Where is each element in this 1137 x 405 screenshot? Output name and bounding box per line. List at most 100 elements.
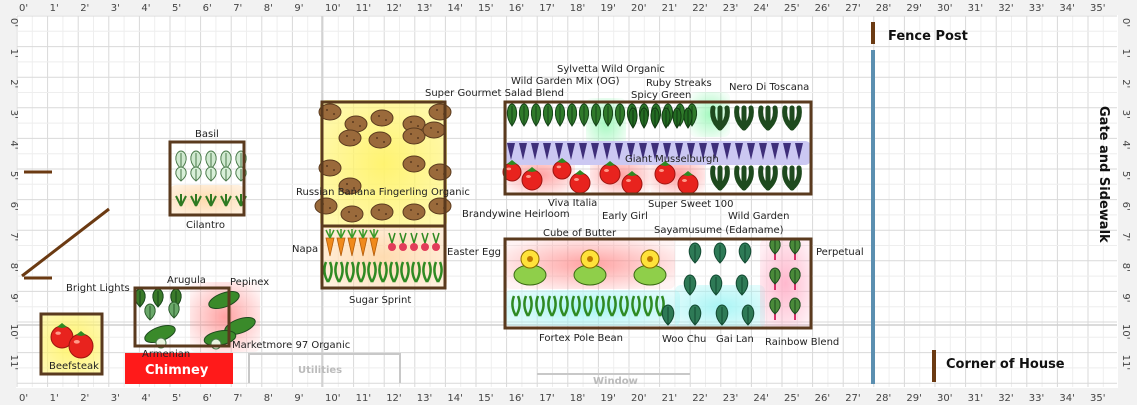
ruler-top-tick: 7': [233, 3, 242, 14]
cilantro-icon: [190, 194, 202, 207]
tomato-leaf-icon: [557, 158, 567, 163]
tomato-icon: [677, 173, 699, 195]
potato-eye: [437, 131, 439, 133]
potato-eye: [359, 125, 361, 127]
kale-icon: [741, 165, 754, 191]
beds: [39, 100, 813, 376]
potato-icon: [428, 163, 452, 181]
leek-icon: [783, 143, 791, 160]
bed-beefsteak[interactable]: [39, 312, 104, 376]
radish-top-icon: [410, 232, 418, 244]
ruler-top-tick: 4': [141, 3, 150, 14]
bean-icon: [559, 295, 569, 317]
gate-label: Gate and Sidewalk: [1096, 106, 1111, 243]
cucumber-glow: [190, 282, 260, 352]
potato-eye: [326, 109, 328, 111]
cucumber-icon: [208, 290, 240, 310]
potato-eye: [436, 169, 438, 171]
label-arugula: Arugula: [167, 275, 206, 286]
plant-labels: Basil Cilantro Super Gourmet Salad Blend…: [49, 64, 864, 372]
potato-eye: [376, 137, 378, 139]
fence-post-label: Fence Post: [888, 29, 968, 44]
ruler-bottom-tick: 23': [723, 393, 738, 404]
potato-icon: [402, 127, 426, 145]
leek-icon: [615, 143, 623, 160]
ruler-right-tick: 11': [1120, 355, 1131, 370]
label-cilantro: Cilantro: [186, 220, 225, 231]
ruler-bottom-tick: 17': [539, 393, 554, 404]
radish-top-icon: [421, 232, 429, 244]
potato-eye: [352, 121, 354, 123]
bean-icon: [595, 295, 605, 317]
ruler-bottom-tick: 18': [570, 393, 585, 404]
ruler-left-tick: 0': [8, 18, 19, 27]
bed-basil[interactable]: [168, 140, 246, 217]
bean-icon: [619, 295, 629, 317]
leek-icon: [675, 143, 683, 160]
ruler-top-tick: 1': [50, 3, 59, 14]
leek-icon: [771, 143, 779, 160]
bed-cucumbers[interactable]: [133, 286, 231, 348]
ruler-left-tick: 1': [8, 49, 19, 58]
potato-icon: [318, 103, 342, 121]
potato-eye: [417, 137, 419, 139]
potato-eye: [430, 127, 432, 129]
potato-eye: [417, 125, 419, 127]
potato-icon: [370, 203, 394, 221]
tomato-leaf-icon: [660, 161, 670, 166]
bean-icon: [523, 295, 533, 317]
label-pepinex: Pepinex: [230, 277, 269, 288]
potato-eye: [417, 165, 419, 167]
leek-icon: [651, 143, 659, 160]
carrot-top-icon: [358, 229, 368, 239]
cilantro-icon: [205, 194, 217, 207]
label-wild-garden-mix: Wild Garden Mix (OG): [511, 76, 620, 87]
ruler-bottom-tick: 8': [264, 393, 273, 404]
bean-icon: [535, 295, 545, 317]
tomato-icon: [654, 163, 676, 185]
ruler-bottom-tick: 20': [631, 393, 646, 404]
bed-squash[interactable]: [503, 237, 813, 330]
ruler-right-tick: 3': [1120, 110, 1131, 119]
bean-icon: [323, 261, 333, 283]
squash-flower-center: [587, 256, 593, 262]
ruler-top-tick: 3': [111, 3, 120, 14]
ruler-left: [0, 0, 16, 405]
potato-eye: [417, 213, 419, 215]
ruler-right-tick: 5': [1120, 171, 1131, 180]
tomato-leaf-icon: [57, 323, 67, 328]
label-early-girl: Early Girl: [602, 211, 648, 222]
bed-greens[interactable]: [503, 100, 813, 196]
label-bright-lights: Bright Lights: [66, 283, 130, 294]
tomato-icon: [569, 172, 591, 194]
ruler-right-tick: 9': [1120, 293, 1131, 302]
potato-icon: [338, 129, 362, 147]
potato-eye: [385, 213, 387, 215]
potato-eye: [353, 187, 355, 189]
leek-icon: [591, 143, 599, 160]
ruler-bottom-tick: 1': [50, 393, 59, 404]
ruler-bottom-tick: 21': [662, 393, 677, 404]
door-swing: [21, 207, 110, 278]
ruler-top-tick: 21': [662, 3, 677, 14]
ruler-bottom-tick: 11': [356, 393, 371, 404]
ruler-top-tick: 8': [264, 3, 273, 14]
carrot-top-icon: [347, 229, 357, 239]
tomato-shine: [55, 331, 61, 335]
ruler-top-tick: 32': [998, 3, 1013, 14]
potato-icon: [338, 177, 362, 195]
ruler-left-tick: 11': [8, 355, 19, 370]
leek-icon: [567, 143, 575, 160]
ruler-left-tick: 4': [8, 140, 19, 149]
ruler-top-tick: 27': [845, 3, 860, 14]
ruler-bottom-tick: 32': [998, 393, 1013, 404]
ruler-bottom-tick: 3': [111, 393, 120, 404]
ruler-bottom-tick: 5': [172, 393, 181, 404]
potato-icon: [402, 203, 426, 221]
ruler-right-tick: 2': [1120, 79, 1131, 88]
ruler-bottom-tick: 19': [600, 393, 615, 404]
label-perpetual: Perpetual: [816, 247, 864, 258]
bed-carrots[interactable]: [320, 224, 447, 290]
radish-icon: [421, 243, 429, 251]
tomato-shine: [574, 178, 579, 181]
